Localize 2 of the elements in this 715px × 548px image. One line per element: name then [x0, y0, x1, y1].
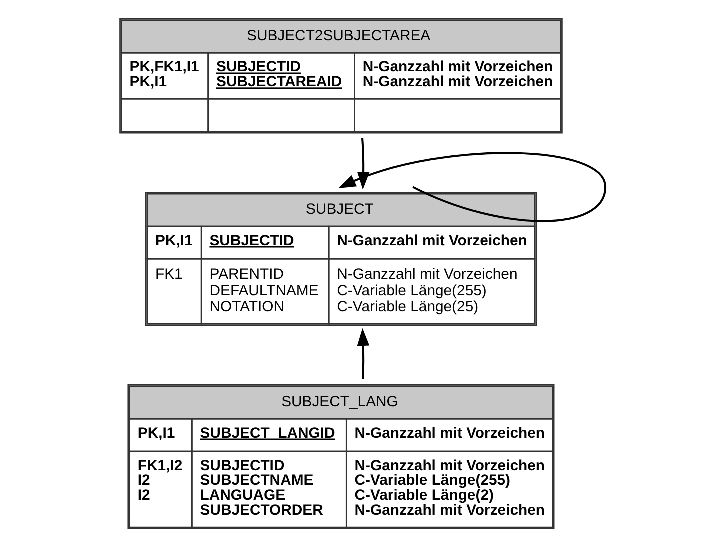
arrow — [357, 328, 370, 380]
arrow — [338, 152, 607, 222]
